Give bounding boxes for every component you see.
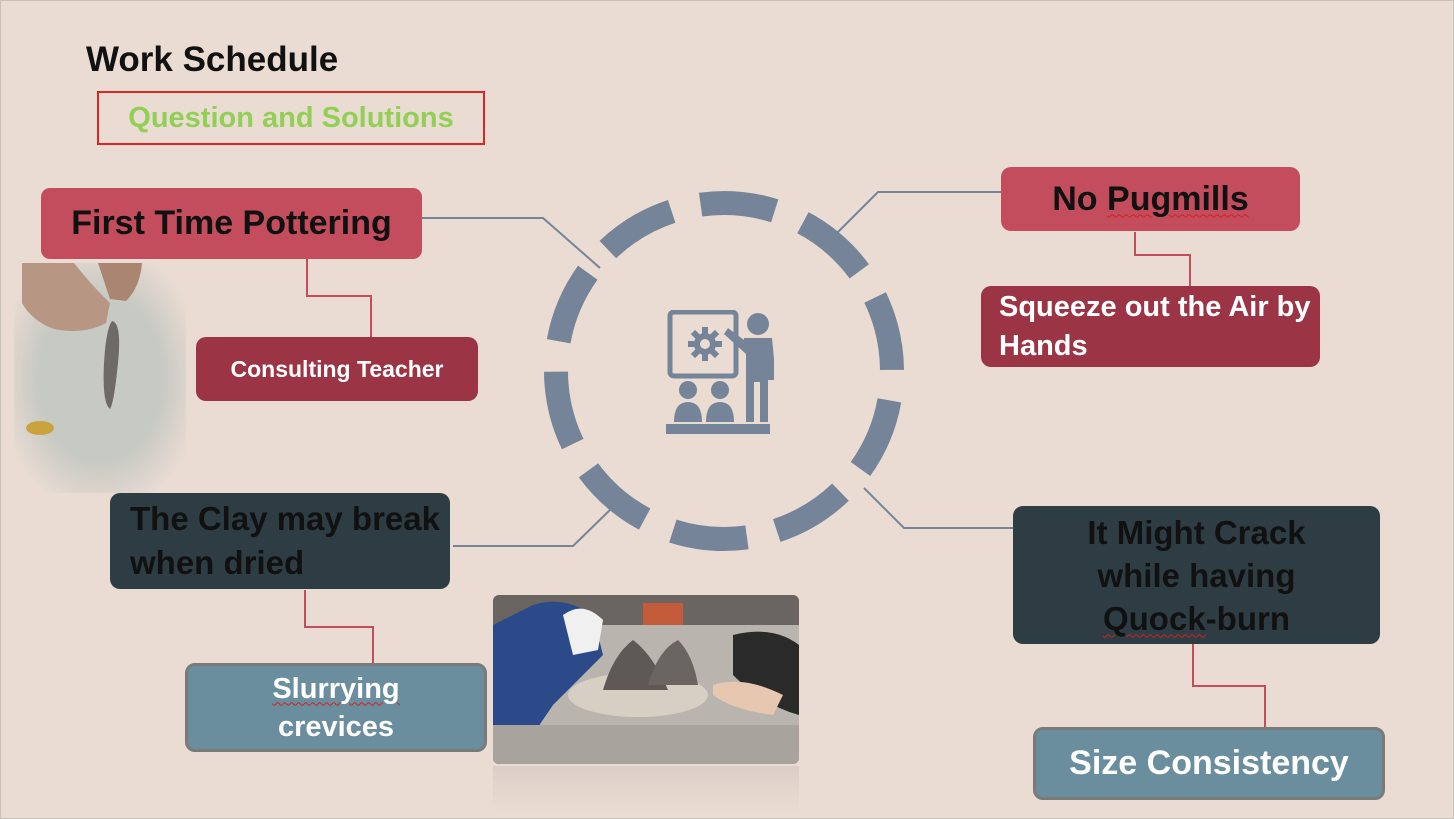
photo-hands-clay [14, 263, 186, 493]
no-pugmills-box[interactable]: No Pugmills [1001, 167, 1300, 231]
no-pugmills-label: No Pugmills [1052, 179, 1249, 218]
first-time-pottering-label: First Time Pottering [71, 204, 392, 242]
squeeze-air-box[interactable]: Squeeze out the Air by Hands [981, 286, 1320, 367]
consulting-teacher-box[interactable]: Consulting Teacher [196, 337, 478, 401]
slurrying-crevices-box[interactable]: Slurrying crevices [185, 663, 487, 752]
connector-clay-break [453, 507, 613, 547]
size-consistency-label: Size Consistency [1069, 744, 1349, 782]
connector-first-time [422, 217, 601, 269]
crack-line3: Quock-burn [1102, 599, 1290, 637]
crack-line2: while having [1097, 556, 1296, 594]
consulting-teacher-label: Consulting Teacher [230, 355, 444, 382]
presentation-teacher-audience-icon [664, 309, 776, 440]
photo-reflection [493, 766, 799, 814]
clay-break-box[interactable]: The Clay may break when dried [110, 493, 450, 589]
size-consistency-box[interactable]: Size Consistency [1033, 727, 1385, 800]
slide-title: Work Schedule [86, 40, 339, 79]
connector-no-pugmills [835, 191, 1001, 235]
subtitle-box: Question and Solutions [97, 91, 485, 145]
connector-pug-squeeze [1134, 232, 1191, 286]
connector-first-consult [306, 258, 372, 337]
slurrying-word: Slurrying [272, 672, 400, 705]
crack-line1: It Might Crack [1087, 513, 1306, 551]
squeeze-air-label: Squeeze out the Air by Hands [999, 290, 1311, 362]
connector-crack-size [1192, 644, 1266, 727]
subtitle: Question and Solutions [128, 101, 454, 134]
connector-crack [863, 487, 1013, 529]
might-crack-box[interactable]: It Might Crack while having Quock-burn [1013, 506, 1380, 644]
connector-clay-slurry [304, 590, 374, 663]
first-time-pottering-box[interactable]: First Time Pottering [41, 188, 422, 259]
clay-break-label: The Clay may break when dried [130, 500, 440, 581]
crevices-word: crevices [277, 710, 395, 743]
photo-students-pottery [493, 595, 799, 764]
